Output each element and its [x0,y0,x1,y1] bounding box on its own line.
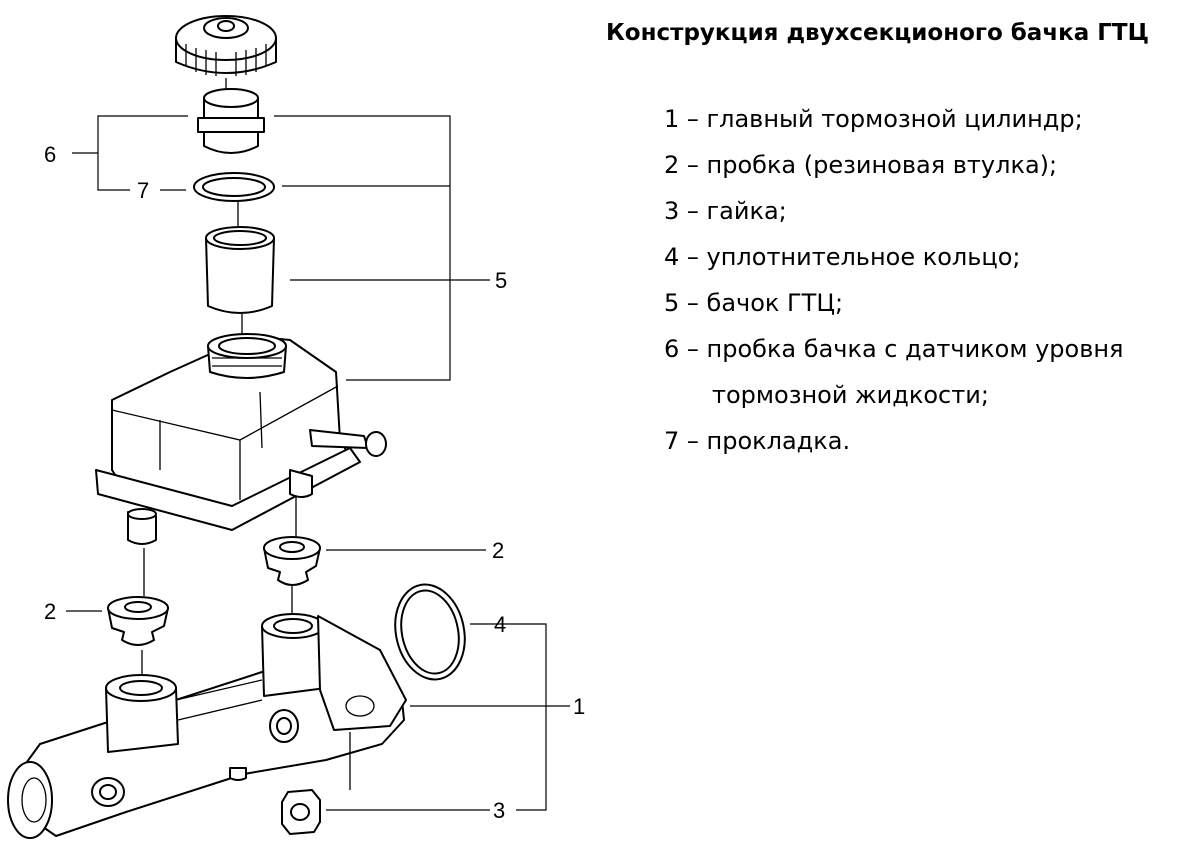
master-cylinder-body [7,586,407,839]
callout-2-right: 2 [492,538,504,563]
callout-3: 3 [493,798,505,823]
callout-7: 7 [137,178,149,203]
legend-item: 4 – уплотнительное кольцо; [664,243,1021,271]
leader-lines [66,115,570,811]
level-sensor-plug [197,78,265,154]
sealing-ring [394,583,466,681]
callout-6: 6 [44,142,56,167]
nut [281,732,351,835]
legend-item: 2 – пробка (резиновая втулка); [664,151,1058,179]
grommet-right [263,496,321,586]
legend-item-continuation: тормозной жидкости; [712,381,989,409]
grommet-left [107,548,169,646]
legend-item: 7 – прокладка. [664,427,851,455]
filter-insert [205,200,275,314]
legend-item: 3 – гайка; [664,197,787,225]
reservoir-cap [175,15,277,76]
parts-legend: 1 – главный тормозной цилиндр; 2 – пробк… [664,96,1123,464]
callout-1: 1 [573,694,585,719]
gasket-ring [193,172,275,202]
legend-item: 6 – пробка бачка с датчиком уровня [664,335,1124,363]
callout-4: 4 [494,612,506,637]
legend-item: 1 – главный тормозной цилиндр; [664,105,1083,133]
callout-5: 5 [495,268,507,293]
diagram-title: Конструкция двухсекционого бачка ГТЦ [606,20,1149,46]
reservoir-body [95,314,387,545]
callout-2-left: 2 [44,599,56,624]
legend-item: 5 – бачок ГТЦ; [664,289,844,317]
